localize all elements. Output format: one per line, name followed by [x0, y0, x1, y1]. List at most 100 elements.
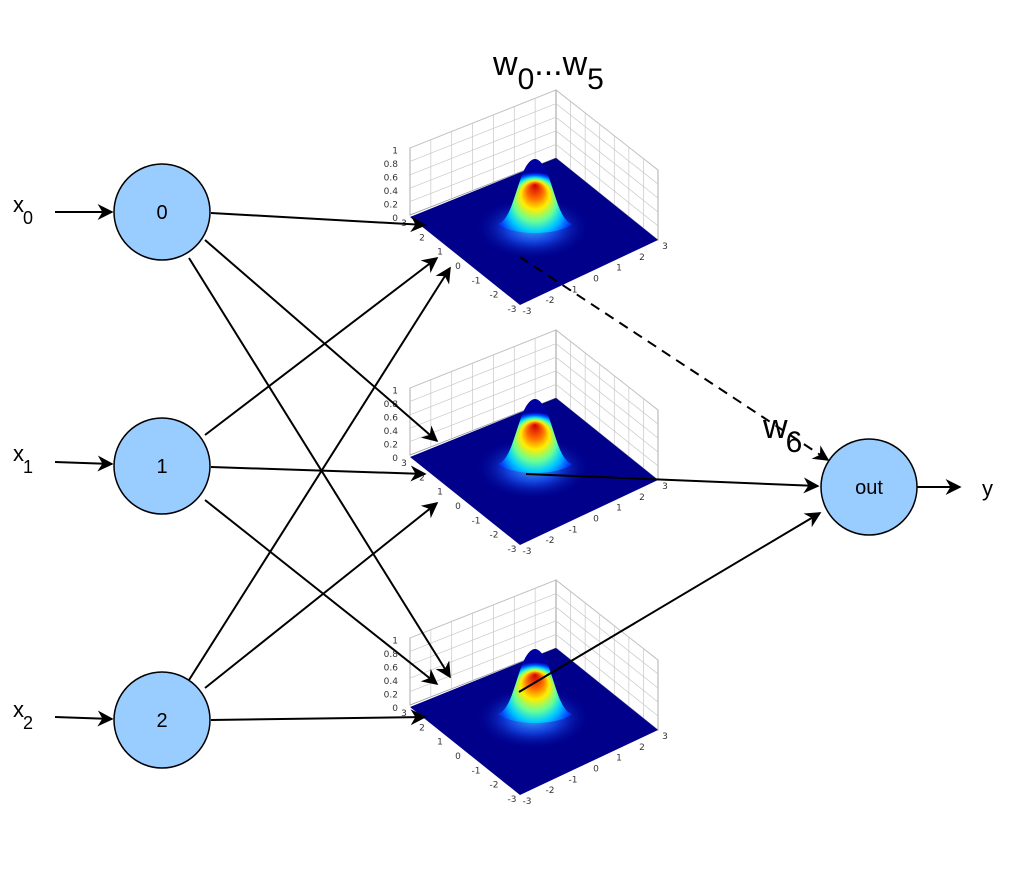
edge-0-plot2 [188, 257, 451, 679]
input-labels: x0 x1 x2 [13, 192, 33, 733]
z-tick-label: 0.4 [384, 427, 399, 437]
edge-0-plot1 [204, 239, 439, 443]
z-tick-label: 0.8 [384, 650, 399, 660]
x-tick-label: -3 [523, 797, 532, 807]
grid-line [409, 370, 557, 429]
y-tick-label: -3 [508, 545, 517, 555]
z-tick-label: 0.4 [384, 677, 399, 687]
node-2-circle [113, 671, 211, 769]
node-1-label: 1 [156, 456, 167, 478]
input-2-sub: 2 [23, 713, 33, 733]
x-tick-label: 3 [662, 732, 668, 742]
gaussian-peak [498, 159, 572, 233]
connections [54, 204, 962, 727]
grid-line [409, 356, 557, 416]
z-tick-label: 0.2 [384, 441, 398, 451]
y-tick-label: -3 [508, 795, 517, 805]
node-1: 1 [113, 417, 211, 515]
grid-line [555, 103, 659, 185]
node-2: 2 [113, 671, 211, 769]
y-tick-label: -2 [490, 291, 499, 301]
weight-dots: ... [534, 45, 562, 83]
y-tick-label: 0 [455, 502, 461, 512]
z-tick-label: 0.6 [384, 664, 399, 674]
edge-plot1-out [525, 473, 820, 494]
y-tick-label: 0 [455, 752, 461, 762]
y-tick-label: 2 [419, 723, 425, 733]
edge-1-plot1 [210, 465, 427, 482]
grid-line [555, 579, 659, 661]
z-tick-label: 1 [392, 637, 398, 647]
y-tick-label: 2 [419, 233, 425, 243]
weight-a-sub: 0 [518, 63, 535, 96]
z-tick-label: 0 [392, 704, 398, 714]
z-tick-label: 1 [392, 147, 398, 157]
z-tick-label: 0.4 [384, 187, 399, 197]
grid-line [409, 329, 557, 389]
x-tick-label: 2 [639, 253, 645, 263]
node-1-circle [113, 417, 211, 515]
grid-line [409, 593, 557, 652]
z-tick-label: 0.2 [384, 691, 398, 701]
z-tick-label: 0 [392, 214, 398, 224]
input-label-2: x2 [13, 697, 33, 733]
grid-line [555, 329, 659, 411]
gaussian-peak [498, 649, 572, 723]
x-tick-label: -1 [569, 525, 578, 535]
edge-plot0-out-dashed [519, 256, 830, 461]
weight-a: w [492, 45, 518, 83]
input-label-1: x1 [13, 441, 33, 477]
edge-1-plot0 [204, 257, 439, 436]
weight-out: w [762, 408, 788, 446]
x-tick-label: 2 [639, 743, 645, 753]
grid-line [409, 606, 557, 666]
input-1-base: x [13, 441, 24, 466]
x-tick-label: -2 [546, 296, 555, 306]
y-tick-label: -2 [490, 531, 499, 541]
edge-2-plot1 [204, 502, 439, 689]
grid-line [555, 620, 659, 703]
output-node-label: out [855, 477, 883, 499]
grid-line [555, 89, 659, 171]
grid-line [409, 116, 557, 176]
x-tick-label: 1 [616, 504, 622, 514]
node-0-label: 0 [156, 202, 167, 224]
grid-line [555, 593, 659, 675]
x-tick-label: 0 [593, 515, 599, 525]
x-tick-label: 1 [616, 264, 622, 274]
x-tick-label: -1 [569, 775, 578, 785]
z-tick-label: 0.8 [384, 160, 399, 170]
node-0: 0 [113, 163, 211, 261]
grid-line [409, 89, 557, 149]
grid-line [555, 356, 659, 439]
z-tick-label: 0.6 [384, 174, 399, 184]
x-tick-label: 0 [593, 765, 599, 775]
y-tick-label: 3 [401, 709, 407, 719]
input-arrow-1 [54, 455, 114, 472]
rbf-plots: 00.20.40.60.813210-1-2-3-3-2-1012300.20.… [384, 89, 668, 807]
x-tick-label: 3 [662, 242, 668, 252]
output-label: y [982, 476, 993, 501]
x-tick-label: 0 [593, 275, 599, 285]
z-tick-label: 0.6 [384, 414, 399, 424]
x-tick-label: 2 [639, 493, 645, 503]
z-tick-label: 0 [392, 454, 398, 464]
weight-out-sub: 6 [786, 426, 803, 459]
input-1-sub: 1 [23, 457, 33, 477]
grid-line [409, 103, 557, 162]
y-tick-label: 1 [437, 738, 443, 748]
weight-b-sub: 5 [587, 63, 604, 96]
grid-line [555, 130, 659, 213]
edge-1-plot2 [204, 499, 439, 685]
input-label-0: x0 [13, 192, 33, 228]
grid-line [555, 606, 659, 689]
weight-out-label: w6 [762, 408, 802, 459]
gaussian-peak [498, 399, 572, 473]
node-2-label: 2 [156, 710, 167, 732]
y-tick-label: 3 [401, 459, 407, 469]
y-tick-label: -1 [472, 516, 481, 526]
x-tick-label: -2 [546, 786, 555, 796]
